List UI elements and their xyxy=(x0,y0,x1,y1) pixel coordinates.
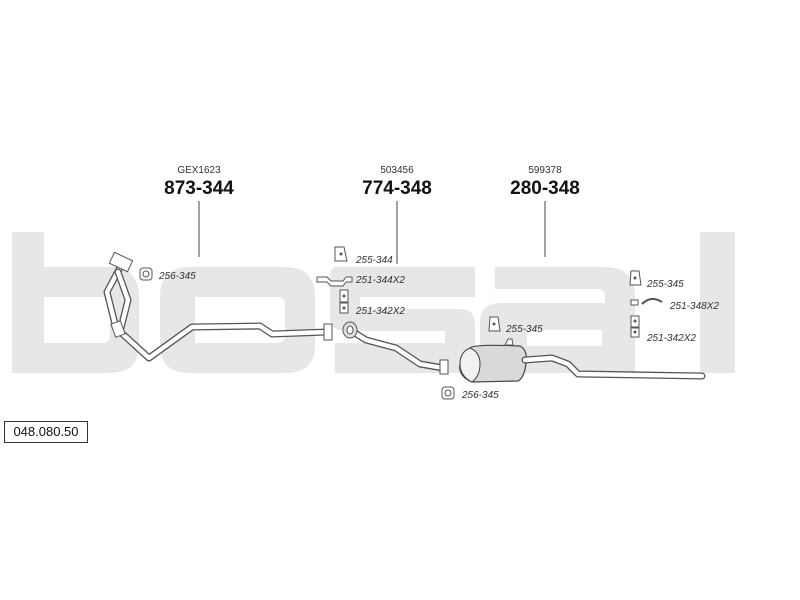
accessory-code-text: 251-344X2 xyxy=(355,275,405,286)
accessory-code-text: 251-342X2 xyxy=(646,333,696,344)
part-label-3: 599378 280-348 xyxy=(510,165,580,257)
accessory-item: 255-345 xyxy=(629,270,684,290)
accessory-code-text: 256-345 xyxy=(158,271,196,282)
accessory-item: 251-342X2 xyxy=(339,289,405,317)
accessory-code-text: 255-345 xyxy=(646,279,684,290)
part-ref-text: GEX1623 xyxy=(177,165,221,176)
accessory-item: 251-342X2 xyxy=(630,315,696,344)
part-label-1: GEX1623 873-344 xyxy=(164,165,234,257)
reference-number-text: 048.080.50 xyxy=(13,424,79,439)
accessory-item: 255-344 xyxy=(334,246,393,266)
part-number-text: 873-344 xyxy=(164,178,234,199)
accessory-code-text: 251-348X2 xyxy=(669,301,719,312)
front-pipe xyxy=(103,251,333,362)
hanger-clamp-icon xyxy=(339,289,349,314)
pipe-end-flange-icon xyxy=(323,323,333,341)
intermediate-pipe xyxy=(342,321,449,375)
accessory-item: 251-344X2 xyxy=(316,275,405,287)
brand-watermark xyxy=(12,232,735,373)
part-ref-text: 503456 xyxy=(380,165,414,176)
part-number-text: 280-348 xyxy=(510,178,580,199)
accessory-code-text: 255-344 xyxy=(355,255,393,266)
accessory-item: 251-348X2 xyxy=(630,298,719,312)
manifold-flange-icon xyxy=(108,251,134,273)
accessory-item: 256-345 xyxy=(139,267,196,282)
accessory-code-text: 251-342X2 xyxy=(355,306,405,317)
part-ref-text: 599378 xyxy=(528,165,562,176)
accessory-code-text: 255-345 xyxy=(505,324,543,335)
rubber-hanger-icon xyxy=(316,276,353,287)
part-label-2: 503456 774-348 xyxy=(362,165,432,264)
hanger-clamp-icon xyxy=(630,315,640,338)
accessory-code-text: 256-345 xyxy=(461,390,499,401)
pipe-end-flange-icon xyxy=(439,359,449,375)
rear-silencer-assembly xyxy=(459,338,706,383)
accessory-item: 255-345 xyxy=(488,316,543,335)
rubber-ring-icon xyxy=(641,298,663,305)
part-number-text: 774-348 xyxy=(362,178,432,199)
accessory-item: 256-345 xyxy=(441,386,499,401)
reference-number-box: 048.080.50 xyxy=(4,421,88,443)
